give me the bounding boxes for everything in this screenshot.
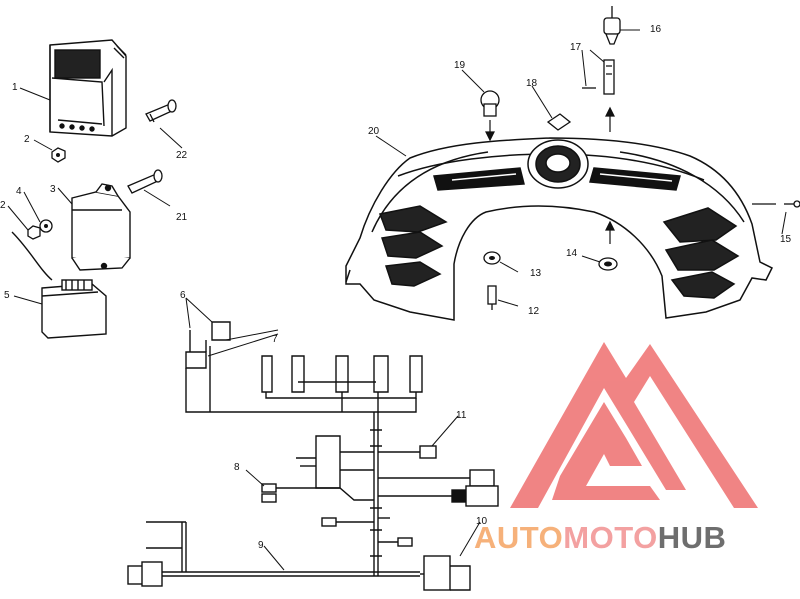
part-18-clip [546,113,572,131]
callout-15: 15 [780,234,792,245]
part-15-screw [784,200,800,208]
callout-8: 8 [234,462,240,473]
callout-18: 18 [526,78,538,89]
svg-text:AUTOMOTOHUB: AUTOMOTOHUB [474,520,726,555]
callout-3: 3 [50,184,56,195]
callout-7: 7 [272,334,278,345]
part-4-washer [39,219,53,233]
callout-10: 10 [476,516,488,527]
callout-22: 22 [176,150,188,161]
callout-2a: 2 [24,134,30,145]
callout-2b: 2 [0,200,6,211]
part-21-bolt [127,169,163,194]
part-16-bulb [603,6,621,45]
callout-17: 17 [570,42,582,53]
part-17-socket [582,59,615,95]
automotohub-watermark-text: AUTOMOTOHUB [474,520,726,555]
callout-21: 21 [176,212,188,223]
watermark-hub: HUB [658,520,727,555]
watermark-moto: MOTO [563,520,657,555]
callout-20: 20 [368,126,380,137]
callout-13: 13 [530,268,542,279]
callout-1: 1 [12,82,18,93]
callout-14: 14 [566,248,578,259]
callout-leaders [7,29,787,571]
callout-6: 6 [180,290,186,301]
part-22-bolt [145,99,177,123]
part-2-nut-upper [51,147,66,163]
callout-numbers: 1 2 22 3 4 2 21 5 6 7 8 9 10 11 12 13 14… [0,24,792,551]
part-20-instrument-console [345,137,774,321]
part-3-regulator [71,183,131,271]
part-19-knob [480,90,500,117]
part-1-control-module [49,39,127,137]
callout-5: 5 [4,290,10,301]
wiring-harness [127,321,499,591]
part-2-nut-lower [27,225,41,240]
part-14-grommet [598,257,618,271]
callout-4: 4 [16,186,22,197]
callout-16: 16 [650,24,662,35]
part-12-bulb [487,285,497,310]
callout-11: 11 [456,410,467,421]
automotohub-logo [510,342,758,508]
watermark-auto: AUTO [474,520,563,555]
callout-9: 9 [258,540,264,551]
callout-12: 12 [528,306,540,317]
part-5-relay [11,231,107,339]
leader-arrows [485,106,776,244]
callout-19: 19 [454,60,466,71]
part-13-grommet [483,251,501,265]
